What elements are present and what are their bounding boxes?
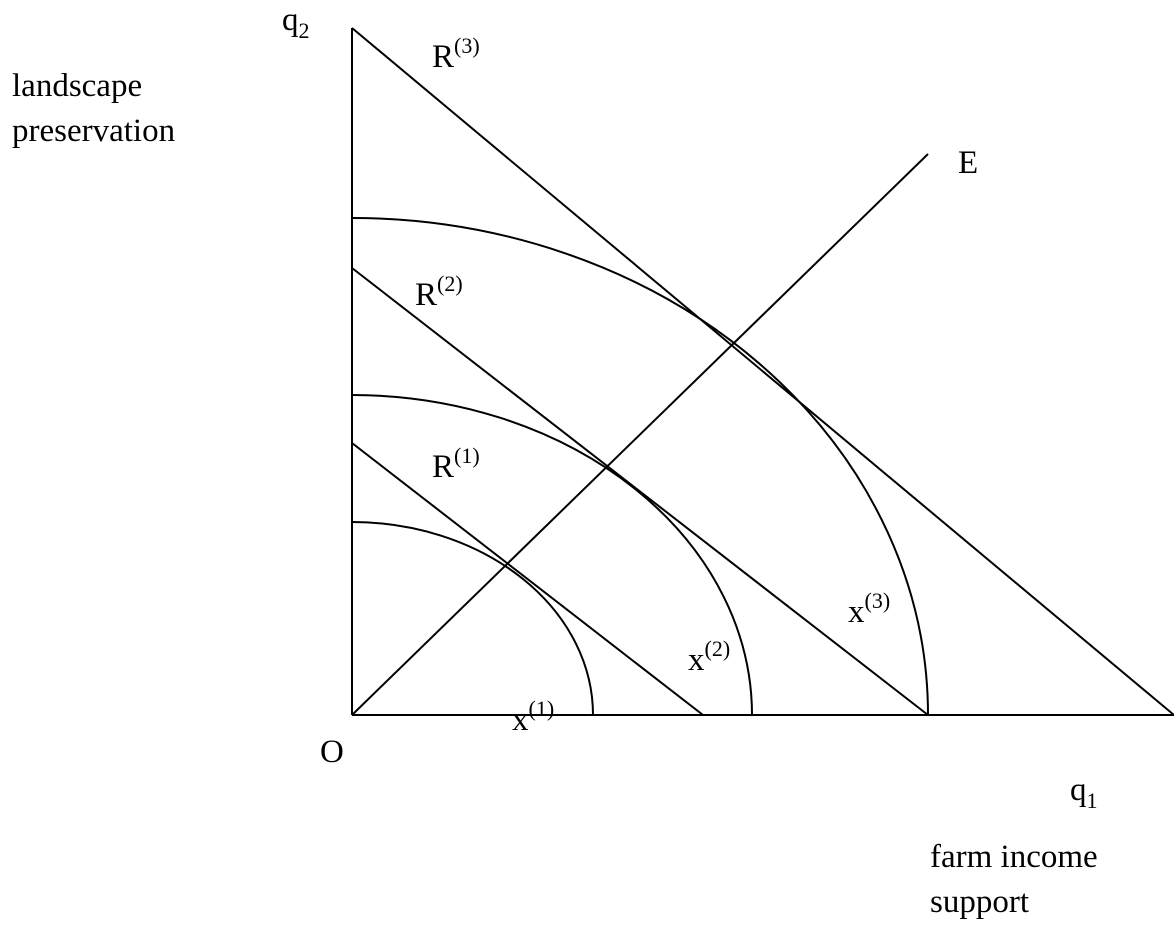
y-axis-caption-line1: landscape (12, 68, 142, 104)
origin-label: O (320, 734, 344, 770)
budget-line-r1 (351, 442, 704, 716)
x-axis-symbol: q1 (1070, 772, 1098, 813)
frontier-label-x3: x(3) (848, 588, 890, 630)
y-axis-symbol: q2 (282, 2, 310, 43)
x-axis-caption-line2: support (930, 884, 1029, 920)
budget-line-r2 (351, 267, 929, 716)
x-axis-caption-line1: farm income (930, 839, 1098, 875)
budget-line-label-r1: R(1) (432, 443, 480, 485)
budget-line-label-r2: R(2) (415, 271, 463, 313)
expansion-path-line (351, 153, 929, 716)
frontier-curve-x2 (351, 394, 753, 716)
y-axis-caption-line2: preservation (12, 113, 175, 149)
frontier-label-x2: x(2) (688, 636, 730, 678)
frontier-label-x1: x(1) (512, 696, 554, 738)
frontier-curve-x3 (351, 217, 929, 716)
frontier-curve-x1 (351, 521, 594, 716)
expansion-path-label: E (958, 145, 978, 181)
budget-line-r3 (351, 27, 1174, 716)
budget-line-label-r3: R(3) (432, 33, 480, 75)
